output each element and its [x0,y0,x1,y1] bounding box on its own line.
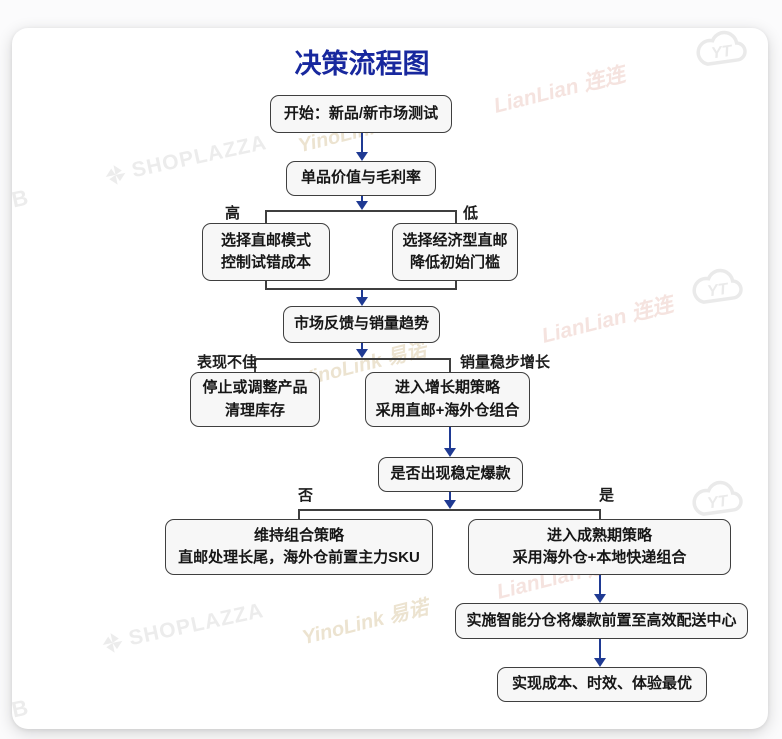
branch-merge-connector [265,280,457,290]
svg-text:YT: YT [706,281,730,301]
arrowhead-icon [444,448,456,457]
node-maintain-combo-strategy: 维持组合策略 直邮处理长尾，海外仓前置主力SKU [165,519,433,575]
shoplazza-watermark: SHOPLAZZA [99,599,266,657]
connector-line [361,196,363,201]
lianlian-watermark: LianLian 连连 [491,63,628,118]
connector-line [361,290,363,297]
branch-label-low: 低 [463,205,479,222]
diagram-title: 决策流程图 [294,49,430,79]
svg-text:YT: YT [706,493,730,513]
connector-line [449,427,451,448]
node-market-feedback: 市场反馈与销量趋势 [283,306,440,343]
branch-split-connector [265,210,457,224]
node-stable-hot-product-check: 是否出现稳定爆款 [378,457,523,492]
connector-line [599,575,601,594]
node-stop-or-adjust: 停止或调整产品 清理库存 [190,372,320,427]
node-smart-warehouse: 实施智能分仓将爆款前置至高效配送中心 [455,603,748,639]
branch-label-high: 高 [225,205,241,222]
lianlian-watermark: LianLian 连连 [539,293,676,348]
cloud-watermark-icon: YT [683,260,753,317]
node-mature-strategy: 进入成熟期策略 采用海外仓+本地快递组合 [468,519,731,575]
node-direct-mail-mode: 选择直邮模式 控制试错成本 [202,223,330,281]
yinolink-watermark: YinoLink 易诺 [299,596,431,650]
branch-label-no: 否 [298,487,314,504]
arrowhead-icon [356,297,368,306]
flowchart-card: YT YT YT SHOPLAZZA SHOPLAZZA [12,28,768,729]
connector-line [449,492,451,500]
branch-split-connector [298,509,601,520]
node-start: 开始：新品/新市场测试 [270,95,452,133]
connector-line [361,133,363,152]
branch-label-poor-performance: 表现不佳 [197,354,258,371]
connector-line [361,343,363,349]
watermark-fragment: B [12,694,31,723]
branch-split-connector [254,358,451,373]
arrowhead-icon [356,349,368,358]
shoplazza-pinwheel-icon [102,633,123,653]
arrowhead-icon [356,201,368,210]
arrowhead-icon [356,152,368,161]
arrowhead-icon [444,500,456,509]
cloud-watermark-icon: YT [687,28,757,79]
branch-label-yes: 是 [599,487,615,504]
node-growth-strategy: 进入增长期策略 采用直邮+海外仓组合 [365,372,530,427]
shoplazza-pinwheel-icon [105,165,126,185]
connector-line [599,639,601,658]
watermark-fragment: B [12,184,31,213]
arrowhead-icon [594,594,606,603]
node-optimal-result: 实现成本、时效、体验最优 [497,667,707,702]
arrowhead-icon [594,658,606,667]
svg-text:YT: YT [710,43,734,63]
node-unit-value-margin: 单品价值与毛利率 [286,161,436,196]
branch-label-steady-growth: 销量稳步增长 [460,354,551,371]
node-economy-direct-mail: 选择经济型直邮 降低初始门槛 [392,223,518,281]
shoplazza-watermark: SHOPLAZZA [102,131,269,189]
